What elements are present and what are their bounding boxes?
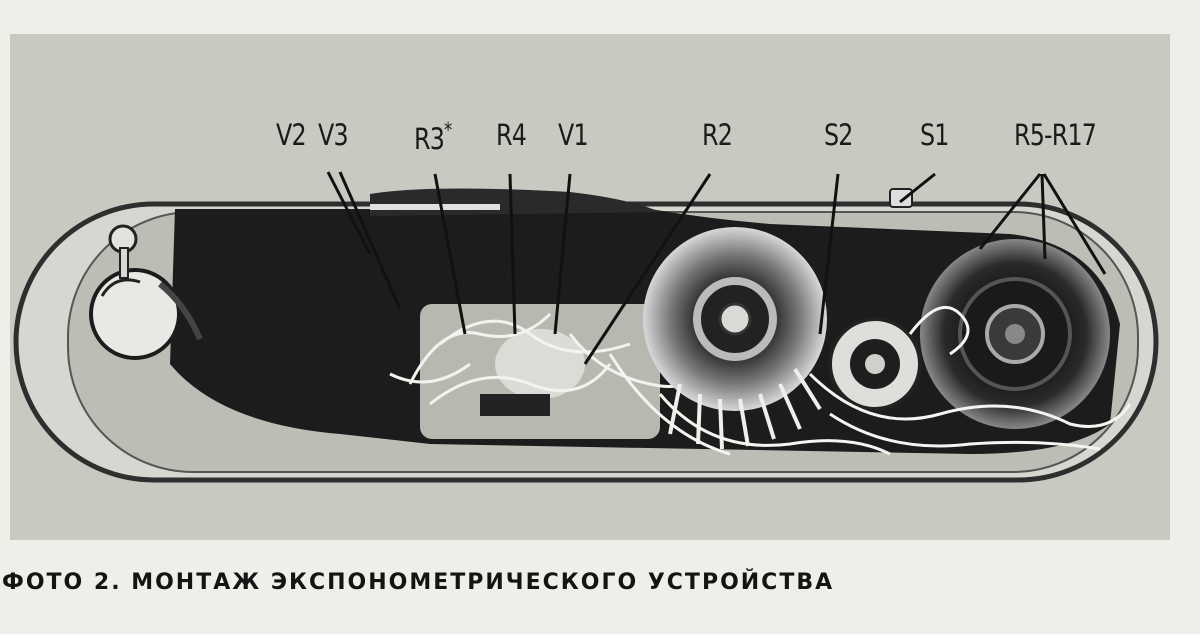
left-knob (89, 268, 181, 360)
label-v2: V2 (276, 118, 307, 152)
label-r3-mark: * (444, 118, 452, 142)
device-illustration (13, 171, 1159, 483)
label-v3: V3 (318, 118, 349, 152)
label-r3-text: R3 (414, 122, 445, 156)
figure-caption: ФОТО 2. МОНТАЖ ЭКСПОНОМЕТРИЧЕСКОГО УСТРО… (2, 570, 835, 595)
device-photo: V2 V3 R3* R4 V1 R2 S2 S1 R5-R17 (10, 34, 1170, 540)
label-r3: R3* (414, 118, 452, 156)
label-v1: V1 (558, 118, 589, 152)
label-r4: R4 (496, 118, 527, 152)
label-s1: S1 (920, 118, 949, 152)
label-r2: R2 (702, 118, 733, 152)
label-s2: S2 (824, 118, 853, 152)
label-r5-r17: R5-R17 (1014, 118, 1097, 152)
